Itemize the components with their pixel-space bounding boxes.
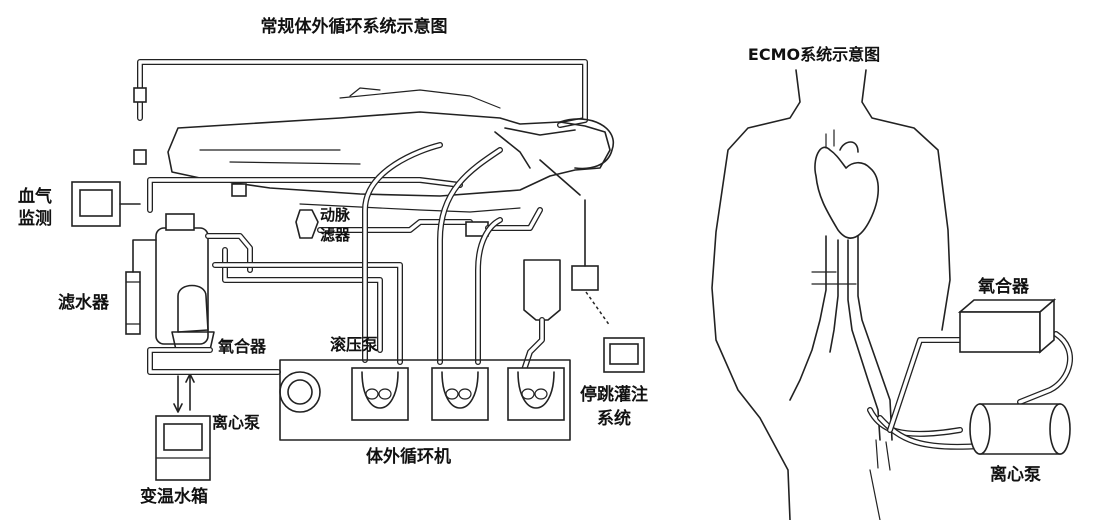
label-centrifugal-pump-right: 离心泵 [990, 464, 1041, 485]
tubing-connector [133, 149, 147, 165]
oxygenator-device [177, 284, 209, 333]
vessel [829, 239, 839, 353]
torso-left-outline [711, 69, 801, 520]
label-cpb-machine: 体外循环机 [366, 446, 451, 467]
label-blood-gas-line1: 血气 [18, 186, 52, 207]
label-arterial-filter-line2: 滤器 [320, 226, 351, 244]
vessel [789, 235, 827, 401]
ecmo-title: ECMO系统示意图 [748, 45, 880, 64]
cpb-title: 常规体外循环系统示意图 [261, 16, 448, 37]
roller-pump [351, 367, 409, 421]
vessel [847, 239, 881, 441]
chest-cannula [504, 127, 576, 136]
label-heater-cooler: 变温水箱 [140, 486, 208, 507]
cpb-schematic: 常规体外循环系统示意图 血气 监测 滤水器 动脉 滤器 氧合器 滚压泵 离心泵 … [18, 16, 648, 507]
cardioplegia-bag [523, 259, 561, 321]
vessel [857, 235, 893, 441]
ecmo-centrifugal-pump [979, 403, 1061, 455]
label-cardioplegia-line1: 停跳灌注 [580, 384, 648, 405]
venous-reservoir [155, 227, 209, 345]
heart [814, 146, 880, 239]
cardioplegia-controller [571, 265, 599, 291]
cpb-machine-base [279, 359, 571, 441]
label-arterial-filter-line1: 动脉 [320, 206, 351, 224]
label-centrifugal-pump-left: 离心泵 [212, 413, 260, 432]
roller-pump [431, 367, 489, 421]
label-oxygenator-left: 氧合器 [217, 337, 267, 356]
torso-right-outline [861, 69, 951, 331]
label-cardioplegia-line2: 系统 [597, 408, 631, 429]
label-roller-pump: 滚压泵 [330, 335, 378, 354]
roller-pumps [351, 367, 565, 421]
ecmo-schematic: ECMO系统示意图 氧合器 离心泵 [711, 45, 1074, 520]
cardioplegia-line [539, 159, 581, 196]
roller-pump [507, 367, 565, 421]
label-oxygenator-right: 氧合器 [977, 276, 1030, 297]
ecmo-oxygenator [959, 311, 1041, 353]
label-blood-gas-line2: 监测 [18, 208, 52, 229]
hemofilter [125, 271, 141, 335]
label-filter: 滤水器 [58, 292, 110, 313]
ecmo-oxygenator-top [957, 299, 1057, 313]
chest-cannula [494, 131, 531, 169]
tubing-connector [133, 87, 147, 103]
arterial-filter [295, 209, 319, 239]
